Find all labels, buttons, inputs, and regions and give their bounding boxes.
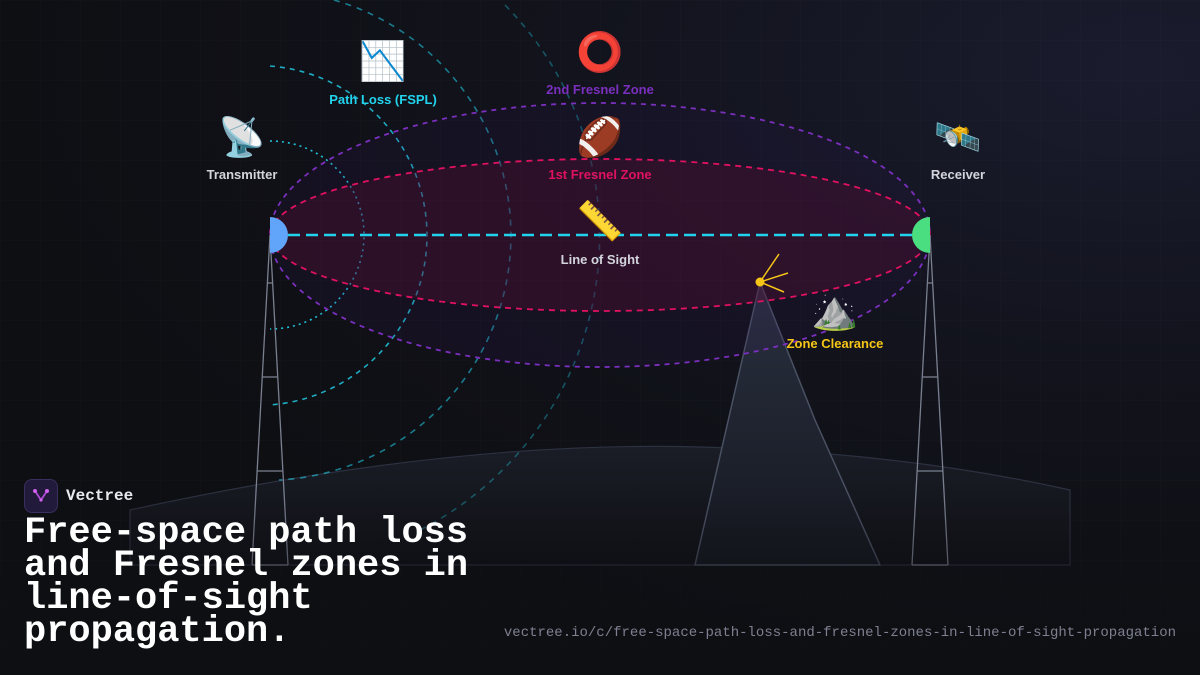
satellite-dish-icon: 📡: [218, 115, 266, 159]
wavefront-1: [269, 140, 365, 330]
receiver-antenna-node: [912, 217, 930, 253]
vectree-logo-icon: [24, 479, 58, 513]
source-url: vectree.io/c/free-space-path-loss-and-fr…: [503, 625, 1176, 641]
zone-clearance-label: Zone Clearance: [786, 336, 884, 351]
brand-name: Vectree: [66, 487, 134, 505]
receiver-label: Receiver: [930, 167, 986, 182]
fresnel-zone-1-label: 1st Fresnel Zone: [548, 167, 652, 182]
page-title: Free-space path loss and Fresnel zones i…: [24, 512, 469, 653]
path-loss-wavefronts: [269, 0, 601, 531]
wavefront-2: [269, 65, 428, 406]
transmitter-label: Transmitter: [206, 167, 278, 182]
ruler-icon: 📏: [576, 199, 624, 243]
chart-decreasing-icon: 📉: [359, 39, 407, 83]
hollow-circle-icon: ⭕: [576, 30, 624, 74]
bottom-fade: [0, 490, 1200, 675]
fresnel-zone-2-label: 2nd Fresnel Zone: [546, 82, 654, 97]
mountain-icon: ⛰️: [811, 288, 859, 332]
football-icon: 🏈: [576, 115, 624, 159]
satellite-icon: 🛰️: [934, 115, 982, 159]
clearance-spark-icon: [755, 253, 789, 293]
path-loss-label: Path Loss (FSPL): [329, 92, 437, 107]
transmitter-antenna-node: [270, 217, 288, 253]
wavefront-3: [278, 0, 512, 481]
line-of-sight-label: Line of Sight: [560, 252, 640, 267]
brand: Vectree: [24, 479, 133, 513]
